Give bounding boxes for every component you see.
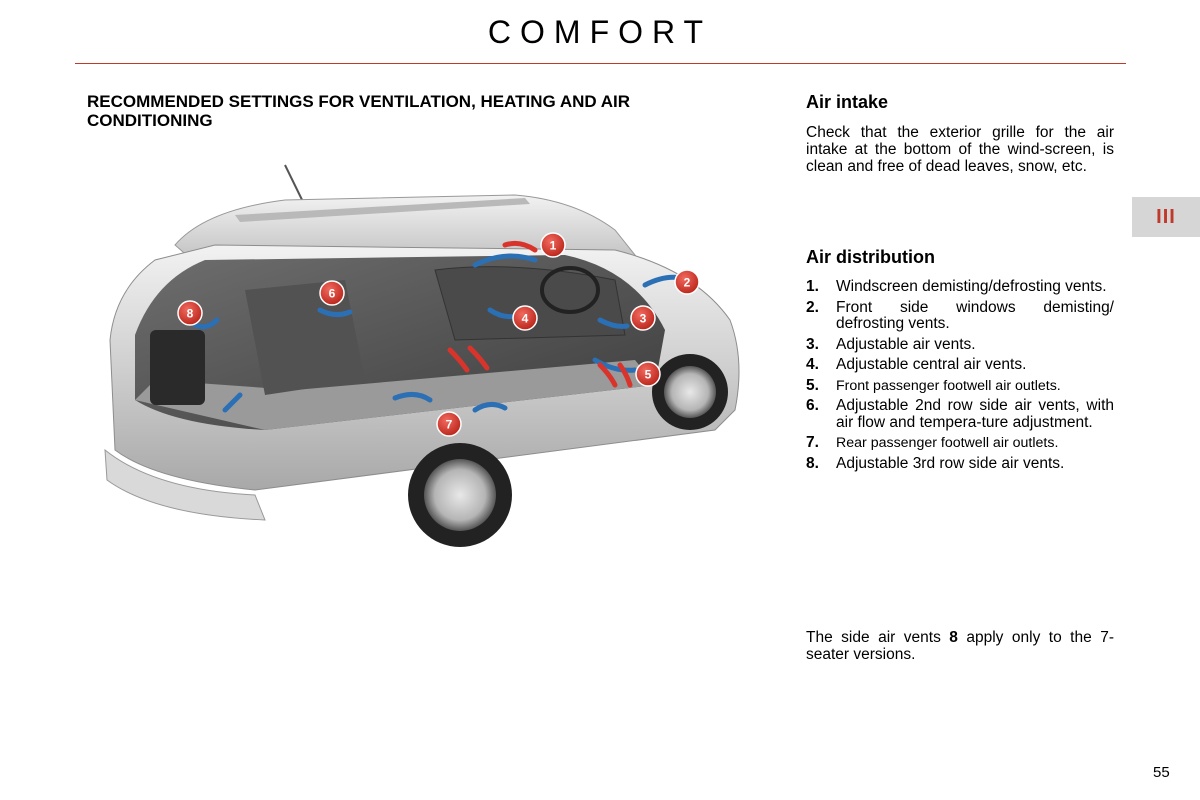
- list-item-number: 6.: [806, 397, 819, 414]
- vent-badge-1: 1: [540, 232, 566, 258]
- vent-badge-3: 3: [630, 305, 656, 331]
- vent-badge-label: 7: [446, 418, 453, 432]
- rear-bumper: [104, 448, 266, 521]
- airflow-arrow: [472, 253, 538, 268]
- air-distribution-list: 1. Windscreen demisting/defrosting vents…: [806, 278, 1114, 476]
- vent-badge-label: 8: [187, 307, 194, 321]
- note-vent-number: 8: [949, 629, 958, 646]
- list-item: 5. Front passenger footwell air outlets.: [806, 376, 1114, 395]
- heated-airflow-arrow: [447, 347, 470, 373]
- list-item: 2. Front side windows demisting/ defrost…: [806, 298, 1114, 333]
- heated-airflow-arrow: [467, 345, 490, 371]
- vent-badge-label: 6: [329, 287, 336, 301]
- list-item-text: Adjustable central air vents.: [836, 356, 1027, 373]
- airflow-arrow: [317, 307, 353, 318]
- list-item-text: Windscreen demisting/defrosting vents.: [836, 278, 1107, 295]
- airflow-arrows: [192, 253, 683, 413]
- section-heading: RECOMMENDED SETTINGS FOR VENTILATION, HE…: [87, 92, 631, 130]
- vent-badge-circle: [635, 361, 661, 387]
- list-item: 4. Adjustable central air vents.: [806, 356, 1114, 374]
- list-item-text: Adjustable air vents.: [836, 335, 976, 353]
- list-item-number: 1.: [806, 278, 819, 295]
- rear-seat: [245, 280, 365, 395]
- roof-rail: [235, 198, 530, 222]
- car-ventilation-illustration: 1 2 3 4 5 6 7 8: [104, 164, 740, 547]
- vent-badge-circle: [630, 305, 656, 331]
- airflow-arrow: [597, 317, 630, 329]
- vent-badge-6: 6: [319, 280, 345, 306]
- front-wheel-rim: [664, 366, 716, 418]
- list-item: 6. Adjustable 2nd row side air vents, wi…: [806, 397, 1114, 431]
- list-item: 8. Adjustable 3rd row side air vents.: [806, 454, 1114, 473]
- air-distribution-section: Air distribution: [806, 247, 1114, 268]
- steering-wheel: [540, 266, 600, 314]
- heated-airflow-arrow: [597, 362, 618, 388]
- list-item-text: Front side windows demisting/ defrosting…: [836, 298, 1114, 332]
- air-intake-body: Check that the exterior grille for the a…: [806, 124, 1114, 175]
- air-intake-section: Air intake: [806, 92, 1114, 113]
- list-item-number: 8.: [806, 454, 819, 472]
- airflow-arrow: [592, 357, 638, 373]
- page-number: 55: [1153, 764, 1170, 781]
- vent-badge-circle: [512, 305, 538, 331]
- vent-badge-circle: [436, 411, 462, 437]
- air-intake-heading: Air intake: [806, 92, 889, 112]
- vent-badge-5: 5: [635, 361, 661, 387]
- vent-badge-2: 2: [674, 269, 700, 295]
- air-intake-text: Check that the exterior grille for the a…: [806, 124, 1114, 175]
- vent-badge-8: 8: [177, 300, 203, 326]
- vent-badge-circle: [540, 232, 566, 258]
- list-item-number: 4.: [806, 356, 819, 373]
- air-distribution-heading: Air distribution: [806, 247, 935, 267]
- header-divider: [75, 63, 1126, 64]
- list-item-number: 3.: [806, 335, 819, 353]
- note-text-tail: apply only to the 7-seater versions.: [806, 629, 1114, 663]
- list-item-text: Rear passenger footwell air outlets.: [836, 435, 1059, 451]
- page-title: COMFORT: [487, 14, 713, 50]
- vent-badge-circle: [177, 300, 203, 326]
- floor: [135, 360, 655, 430]
- list-item: 1. Windscreen demisting/defrosting vents…: [806, 278, 1114, 296]
- airflow-arrow: [392, 392, 433, 403]
- airflow-arrow: [222, 392, 243, 413]
- vent-badge-label: 3: [640, 312, 647, 326]
- vent-badge-label: 4: [522, 312, 529, 326]
- boot-bin: [150, 330, 205, 405]
- note-text: The side air vents 8 apply only to the 7…: [806, 629, 1114, 663]
- vent-badge-circle: [674, 269, 700, 295]
- list-item-text: Adjustable 2nd row side air vents, with …: [836, 397, 1114, 431]
- vent-badge-label: 1: [550, 239, 557, 253]
- vent-badge-circle: [319, 280, 345, 306]
- vent-badge-7: 7: [436, 411, 462, 437]
- list-item-text: Front passenger footwell air outlets.: [836, 377, 1061, 394]
- list-item: 3. Adjustable air vents.: [806, 335, 1114, 354]
- airflow-arrow: [192, 317, 220, 330]
- list-item-number: 2.: [806, 298, 819, 316]
- list-item-number: 5.: [806, 376, 819, 394]
- vent-badge-label: 5: [645, 368, 652, 382]
- seven-seater-note: The side air vents 8 apply only to the 7…: [806, 629, 1114, 663]
- list-item-number: 7.: [806, 434, 819, 451]
- heated-airflow-arrow: [617, 362, 633, 388]
- heated-airflow-arrow: [502, 240, 538, 253]
- heated-airflow-arrows: [447, 240, 633, 388]
- list-item-text: Adjustable 3rd row side air vents.: [836, 454, 1065, 472]
- list-item: 7. Rear passenger footwell air outlets.: [806, 434, 1114, 452]
- chapter-tab[interactable]: III: [1132, 197, 1200, 237]
- dashboard: [434, 266, 626, 341]
- vent-badge-label: 2: [684, 276, 691, 290]
- vent-badge-4: 4: [512, 305, 538, 331]
- airflow-arrow: [472, 402, 508, 413]
- rear-wheel-rim: [424, 459, 496, 531]
- note-text-lead: The side air vents: [806, 629, 950, 646]
